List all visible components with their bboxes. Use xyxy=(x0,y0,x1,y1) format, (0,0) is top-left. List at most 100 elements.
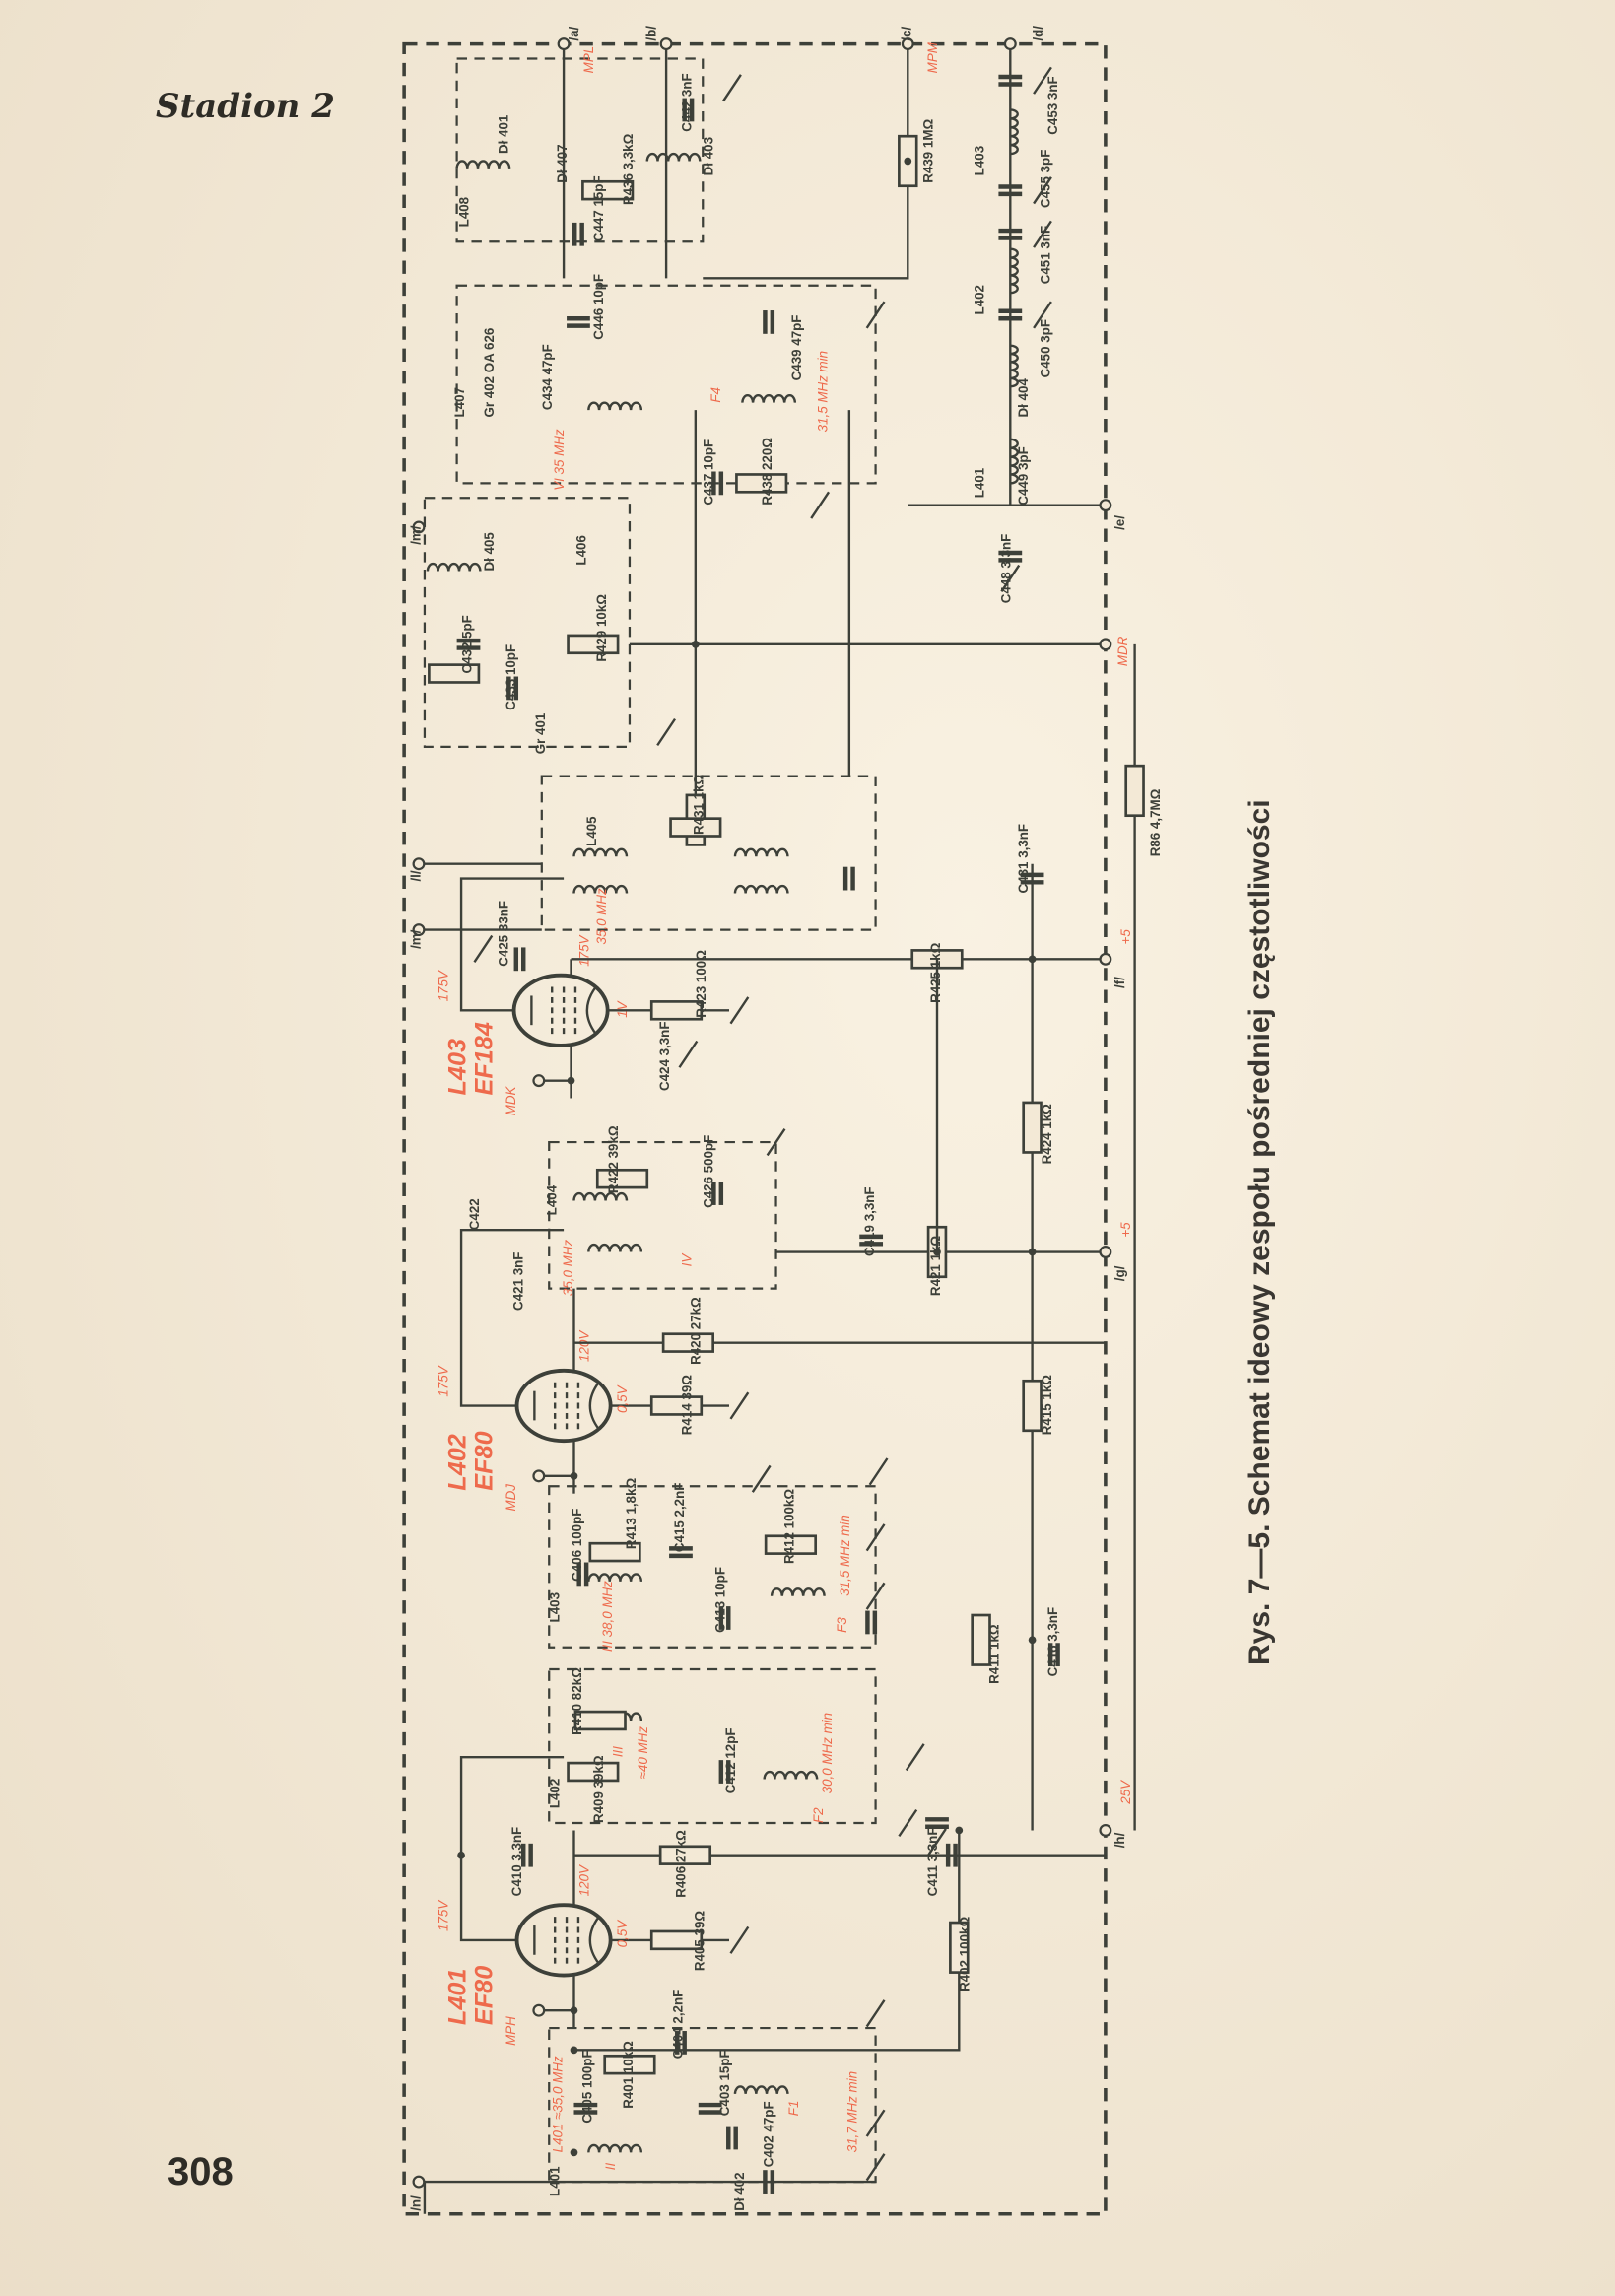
inductor-coil xyxy=(733,847,789,857)
inductor-coil xyxy=(1010,108,1019,156)
ground-symbol xyxy=(868,1457,889,1486)
terminal-label-m1: /m/ xyxy=(408,525,423,545)
resistor xyxy=(428,663,481,684)
resistor xyxy=(649,1929,704,1951)
component-label-dl404: Dł 404 xyxy=(1016,378,1031,418)
wire xyxy=(459,1229,565,1407)
component-label-c446: C446 10pF xyxy=(591,274,606,340)
test-point-label: MDJ xyxy=(504,1484,518,1512)
component-label-l401c: L401 xyxy=(548,2166,563,2196)
junction-dot xyxy=(457,1851,465,1859)
junction-dot xyxy=(1028,1248,1037,1256)
annotation-iii: III xyxy=(611,1746,626,1757)
annotation-f3: F3 xyxy=(835,1617,849,1633)
terminal xyxy=(659,37,673,51)
terminal-label-h: /h/ xyxy=(1112,1832,1127,1848)
ground-symbol xyxy=(1000,564,1021,592)
resistor xyxy=(595,1168,649,1189)
resistor xyxy=(567,1761,620,1783)
component-label-l403f: L403 xyxy=(973,146,987,175)
component-label-r410: R410 82kΩ xyxy=(570,1667,584,1735)
inductor-coil xyxy=(733,884,789,894)
inductor-coil xyxy=(770,1587,826,1596)
terminal xyxy=(532,1074,546,1088)
junction-dot xyxy=(1028,955,1037,964)
resistor xyxy=(1022,1379,1043,1433)
annotation-f4: F4 xyxy=(708,387,723,403)
junction-dot xyxy=(1028,1636,1037,1645)
component-label-r86: R86 4,7MΩ xyxy=(1148,788,1163,856)
component-label-c434: C434 47pF xyxy=(540,344,555,410)
component-label-c431: C431 3,3nF xyxy=(1016,824,1031,894)
ground-symbol xyxy=(729,996,750,1025)
component-label-c432: C432 5pF xyxy=(459,615,474,673)
inductor-coil xyxy=(1010,344,1019,388)
annotation-iv: IV xyxy=(679,1253,694,1267)
component-label-r429: R429 10kΩ xyxy=(594,594,609,662)
screen-voltage: 120V xyxy=(576,1864,591,1896)
terminal xyxy=(532,1469,546,1483)
component-label-gr401: Gr 401 xyxy=(533,712,548,754)
terminal-label-a: /a/ xyxy=(567,26,581,40)
terminal xyxy=(1099,638,1112,651)
junction-dot xyxy=(933,1248,941,1256)
cathode-voltage: 1V xyxy=(615,1000,630,1017)
ground-symbol xyxy=(473,934,494,963)
component-label-c405: C405 100pF xyxy=(579,2050,594,2123)
resistor xyxy=(649,1000,704,1021)
annotation-l405f: 35,0 MHz xyxy=(594,888,609,944)
ground-symbol xyxy=(729,1391,750,1420)
component-label-l402f: L402 xyxy=(973,285,987,314)
ground-symbol xyxy=(722,74,742,102)
annotation-l404f: 35,0 MHz xyxy=(561,1240,575,1296)
annotation-f1: F1 xyxy=(786,2101,801,2117)
annotation-mpl: MPL xyxy=(581,46,596,73)
resistor xyxy=(1124,764,1145,818)
terminal-label-n: /n/ xyxy=(408,2195,423,2211)
screen-voltage: 175V xyxy=(576,934,591,966)
component-label-r414: R414 39Ω xyxy=(679,1375,694,1436)
component-label-c415: C415 2,2nF xyxy=(672,1483,687,1553)
component-label-r421: R421 1kΩ xyxy=(928,1236,943,1297)
terminal xyxy=(1099,952,1112,966)
terminal xyxy=(412,520,426,534)
tube-cathode xyxy=(588,1916,600,1965)
component-label-l407: L407 xyxy=(452,387,467,417)
component-label-c406: C406 100pF xyxy=(570,1509,584,1582)
annotation-l401f: L401 ≈35,0 MHz xyxy=(551,2056,566,2152)
inductor-coil xyxy=(763,1770,819,1780)
tube-type: EF80 xyxy=(470,1431,498,1490)
component-label-c439: C439 47pF xyxy=(789,315,804,381)
tube-reference: L403 xyxy=(444,1039,472,1096)
ground-symbol xyxy=(1033,220,1052,248)
wire xyxy=(703,43,909,280)
ground-symbol xyxy=(865,301,886,329)
terminal xyxy=(1099,1823,1112,1837)
inductor-coil xyxy=(572,1191,629,1201)
ground-symbol xyxy=(905,1743,925,1772)
terminal xyxy=(532,2003,546,2017)
resistor xyxy=(1022,1101,1043,1154)
ground-symbol xyxy=(810,491,831,519)
tube-cathode xyxy=(588,1382,600,1431)
ground-symbol xyxy=(656,717,677,747)
filter-shield-box xyxy=(548,1485,877,1649)
component-label-c421: C421 3nF xyxy=(510,1252,525,1311)
component-label-gr402: Gr 402 OA 626 xyxy=(482,328,497,418)
terminal-label-m2: /m/ xyxy=(408,929,423,949)
terminal xyxy=(1099,1246,1112,1258)
inductor-coil xyxy=(587,2143,643,2153)
page-number: 308 xyxy=(168,2150,234,2194)
component-label-dl403: Dł 403 xyxy=(702,137,716,175)
component-label-r436: R436 3,3kΩ xyxy=(621,133,636,205)
component-label-dl405: Dł 405 xyxy=(482,532,497,572)
ground-symbol xyxy=(865,1582,886,1610)
resistor xyxy=(649,1395,704,1416)
annotation-v25: 25V xyxy=(1118,1780,1133,1805)
filter-shield-box xyxy=(540,775,877,931)
component-label-c419: C419 3,3nF xyxy=(862,1186,877,1256)
component-label-l404: L404 xyxy=(545,1184,560,1215)
filter-shield-box xyxy=(548,1140,777,1290)
component-label-r411: R411 1kΩ xyxy=(986,1624,1001,1684)
